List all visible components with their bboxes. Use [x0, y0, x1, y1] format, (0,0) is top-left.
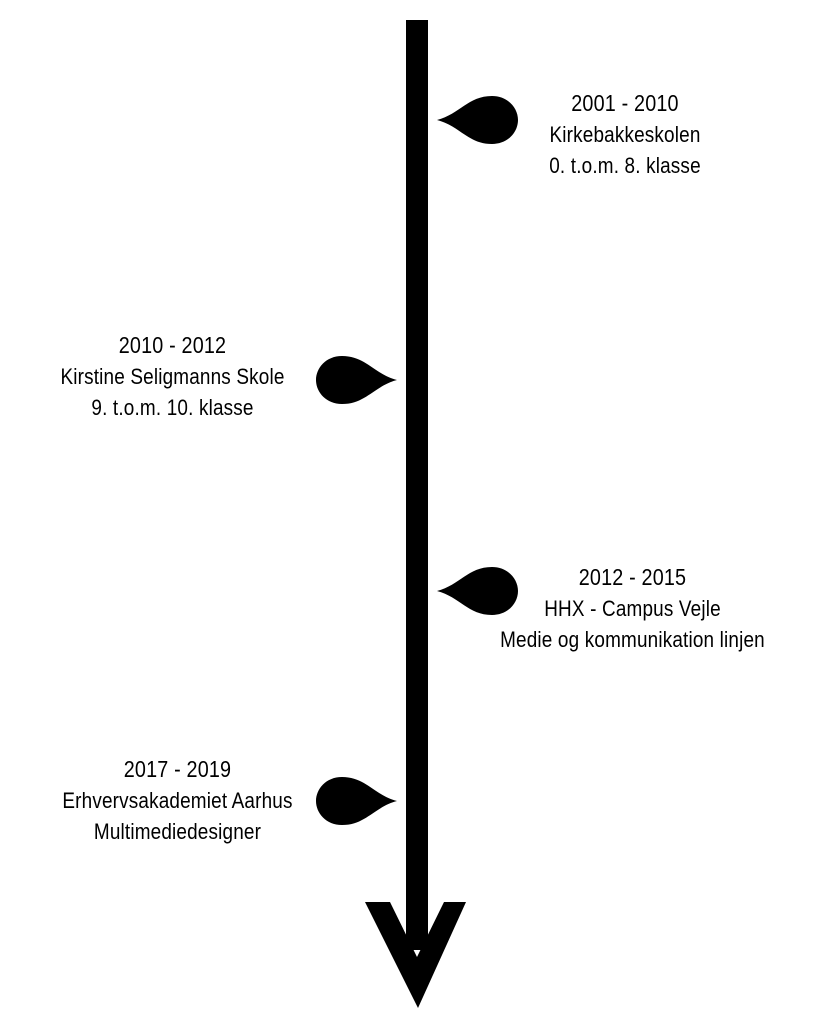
teardrop-pin-icon: [316, 777, 397, 825]
timeline-entry-label: 2010 - 2012 Kirstine Seligmanns Skole 9.…: [59, 330, 287, 423]
entry-years: 2017 - 2019: [123, 756, 232, 782]
entry-school: Erhvervsakademiet Aarhus: [62, 788, 293, 813]
teardrop-pin-icon: [437, 567, 518, 615]
teardrop-pin-icon: [316, 356, 397, 404]
timeline-entry-label: 2012 - 2015 HHX - Campus Vejle Medie og …: [493, 562, 773, 655]
arrow-down-icon: [365, 902, 466, 1008]
entry-school: Kirstine Seligmanns Skole: [60, 364, 285, 389]
timeline-axis-line: [406, 20, 428, 950]
entry-detail: Medie og kommunikation linjen: [500, 627, 765, 652]
entry-school: HHX - Campus Vejle: [544, 596, 721, 621]
timeline-entry-label: 2017 - 2019 Erhvervsakademiet Aarhus Mul…: [59, 754, 296, 847]
entry-years: 2010 - 2012: [118, 332, 227, 358]
entry-years: 2012 - 2015: [578, 564, 687, 590]
entry-detail: 9. t.o.m. 10. klasse: [91, 395, 254, 420]
entry-detail: 0. t.o.m. 8. klasse: [549, 153, 701, 178]
timeline-entry-label: 2001 - 2010 Kirkebakkeskolen 0. t.o.m. 8…: [526, 88, 724, 181]
entry-school: Kirkebakkeskolen: [549, 122, 701, 147]
entry-detail: Multimediedesigner: [93, 819, 262, 844]
entry-years: 2001 - 2010: [571, 90, 679, 116]
teardrop-pin-icon: [437, 96, 518, 144]
